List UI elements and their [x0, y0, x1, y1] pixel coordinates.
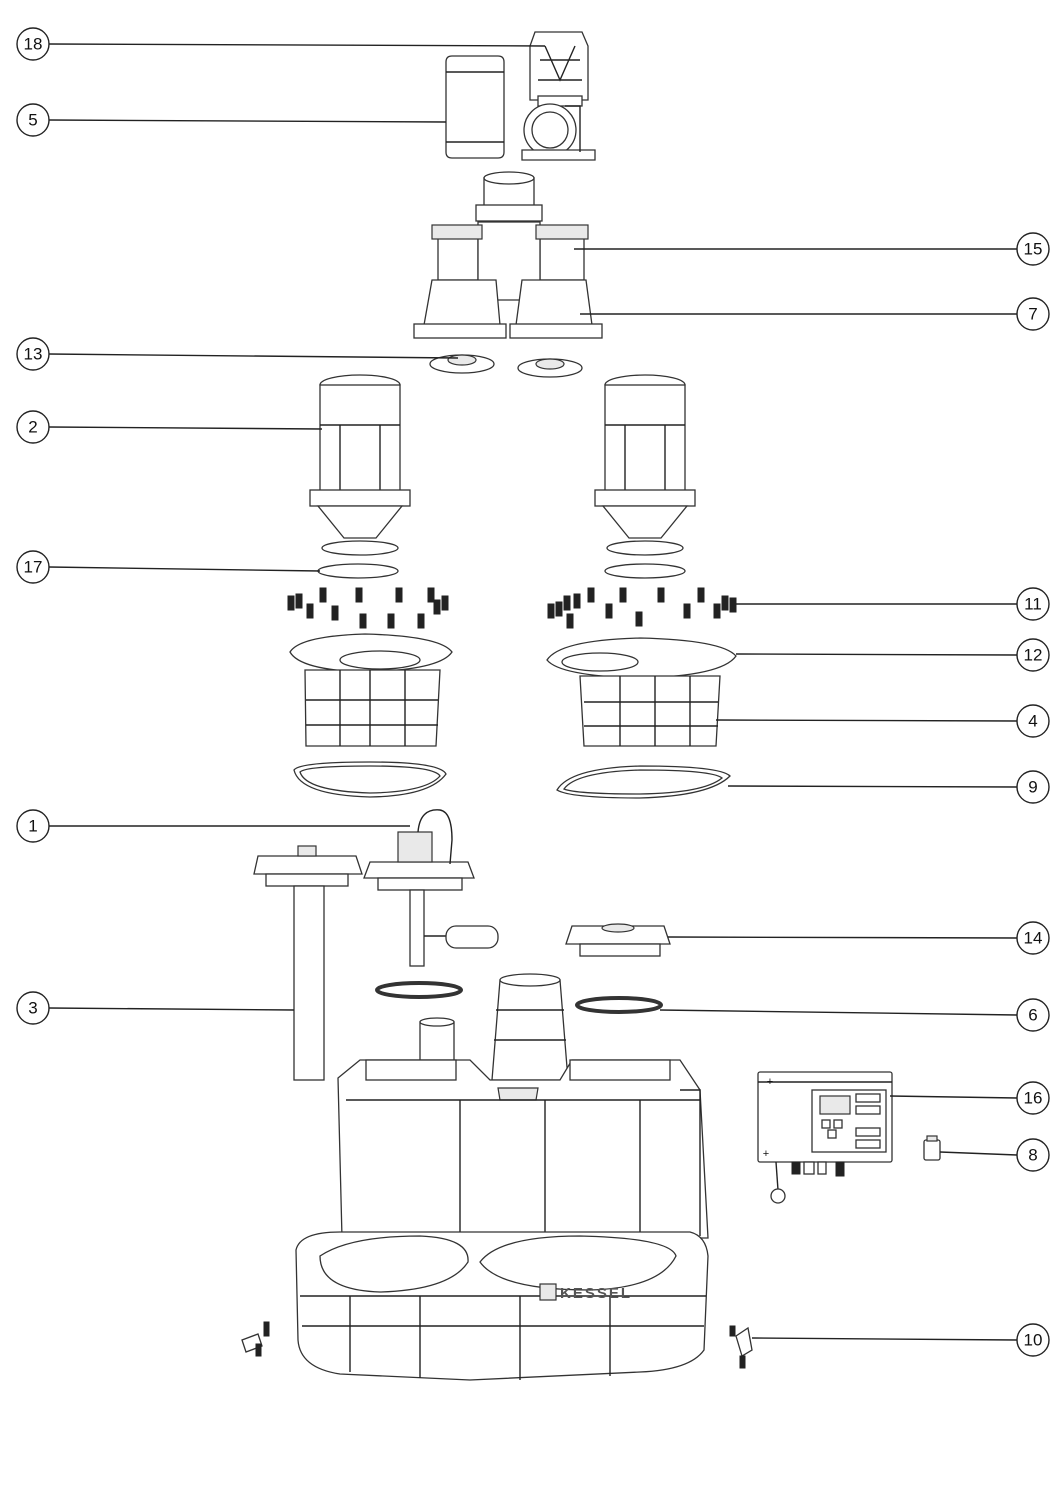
part-o-rings	[317, 563, 686, 579]
callout-10: 10	[1016, 1323, 1050, 1357]
callout-number: 17	[24, 558, 43, 577]
callout-5: 5	[16, 103, 50, 137]
callout-number: 14	[1024, 929, 1043, 948]
callout-number: 2	[28, 418, 37, 437]
part-cylinder	[445, 55, 505, 159]
callout-number: 8	[1028, 1146, 1037, 1165]
callout-2: 2	[16, 410, 50, 444]
callout-4: 4	[1016, 704, 1050, 738]
callout-11: 11	[1016, 587, 1050, 621]
callout-7: 7	[1016, 297, 1050, 331]
callout-number: 13	[24, 345, 43, 364]
callout-13: 13	[16, 337, 50, 371]
callout-number: 1	[28, 817, 37, 836]
part-gaskets	[293, 761, 731, 799]
callout-14: 14	[1016, 921, 1050, 955]
callout-number: 9	[1028, 778, 1037, 797]
part-housing-right	[546, 637, 737, 747]
callout-number: 5	[28, 111, 37, 130]
callout-12: 12	[1016, 638, 1050, 672]
callout-number: 12	[1024, 646, 1043, 665]
part-mounting-brackets	[241, 1321, 753, 1369]
part-pump-right	[594, 374, 696, 556]
callout-17: 17	[16, 550, 50, 584]
callout-number: 18	[24, 35, 43, 54]
part-cover-plate	[565, 923, 671, 957]
callout-18: 18	[16, 27, 50, 61]
part-seals	[375, 981, 663, 1014]
callout-9: 9	[1016, 770, 1050, 804]
svg-text:+: +	[763, 1148, 769, 1160]
part-pressure-manifold	[413, 171, 603, 339]
part-screws	[287, 587, 737, 629]
part-control-unit: + +	[757, 1071, 893, 1204]
part-small-covers	[429, 354, 583, 378]
callout-number: 6	[1028, 1006, 1037, 1025]
callout-number: 4	[1028, 712, 1037, 731]
callout-8: 8	[1016, 1138, 1050, 1172]
callout-number: 15	[1024, 240, 1043, 259]
callout-6: 6	[1016, 998, 1050, 1032]
part-housing-left	[289, 633, 453, 747]
part-tube-cover	[253, 845, 363, 1081]
svg-text:+: +	[767, 1076, 773, 1088]
callout-number: 3	[28, 999, 37, 1018]
callout-15: 15	[1016, 232, 1050, 266]
callout-1: 1	[16, 809, 50, 843]
callout-number: 10	[1024, 1331, 1043, 1350]
part-pump-left	[309, 374, 411, 556]
callout-number: 11	[1024, 595, 1042, 614]
part-battery	[923, 1135, 941, 1161]
callout-16: 16	[1016, 1081, 1050, 1115]
part-check-valve	[521, 31, 596, 161]
callout-number: 16	[1024, 1089, 1043, 1108]
callout-number: 7	[1028, 305, 1037, 324]
part-level-sensor	[363, 809, 499, 967]
part-tank: KESSEL	[295, 973, 709, 1381]
callout-3: 3	[16, 991, 50, 1025]
brand-logo-text: KESSEL	[560, 1285, 632, 1302]
leader-lines	[48, 43, 1018, 1341]
